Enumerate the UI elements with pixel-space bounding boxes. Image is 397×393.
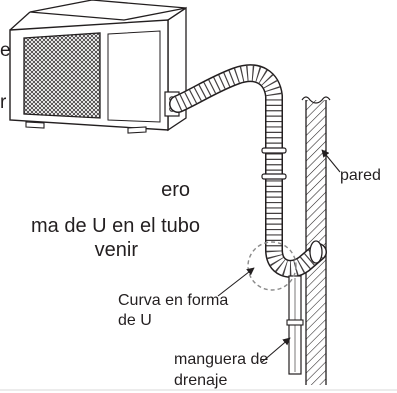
- piping-bundle: [169, 64, 327, 278]
- drain-hose: [286, 275, 304, 375]
- label-curva-line-2: de U: [118, 312, 152, 329]
- label-manguera-line-2: drenaje: [174, 372, 227, 389]
- u-bend-highlight: [247, 241, 297, 291]
- outdoor-unit: [9, 0, 187, 134]
- curva-arrow: [217, 267, 255, 297]
- lead-fragment-bottom: r: [0, 92, 7, 113]
- body-line-1: ero: [161, 179, 190, 201]
- label-manguera-line-1: manguera de: [174, 351, 268, 368]
- body-line-3: venir: [95, 239, 139, 261]
- fan-grill: [23, 32, 101, 119]
- label-curva-line-1: Curva en forma: [118, 292, 228, 309]
- pared-arrow: [321, 149, 341, 173]
- label-pared: pared: [340, 167, 381, 184]
- body-line-2: ma de U en el tubo: [31, 215, 200, 237]
- lead-fragment-top: e: [0, 40, 11, 61]
- manguera-arrow: [261, 337, 291, 363]
